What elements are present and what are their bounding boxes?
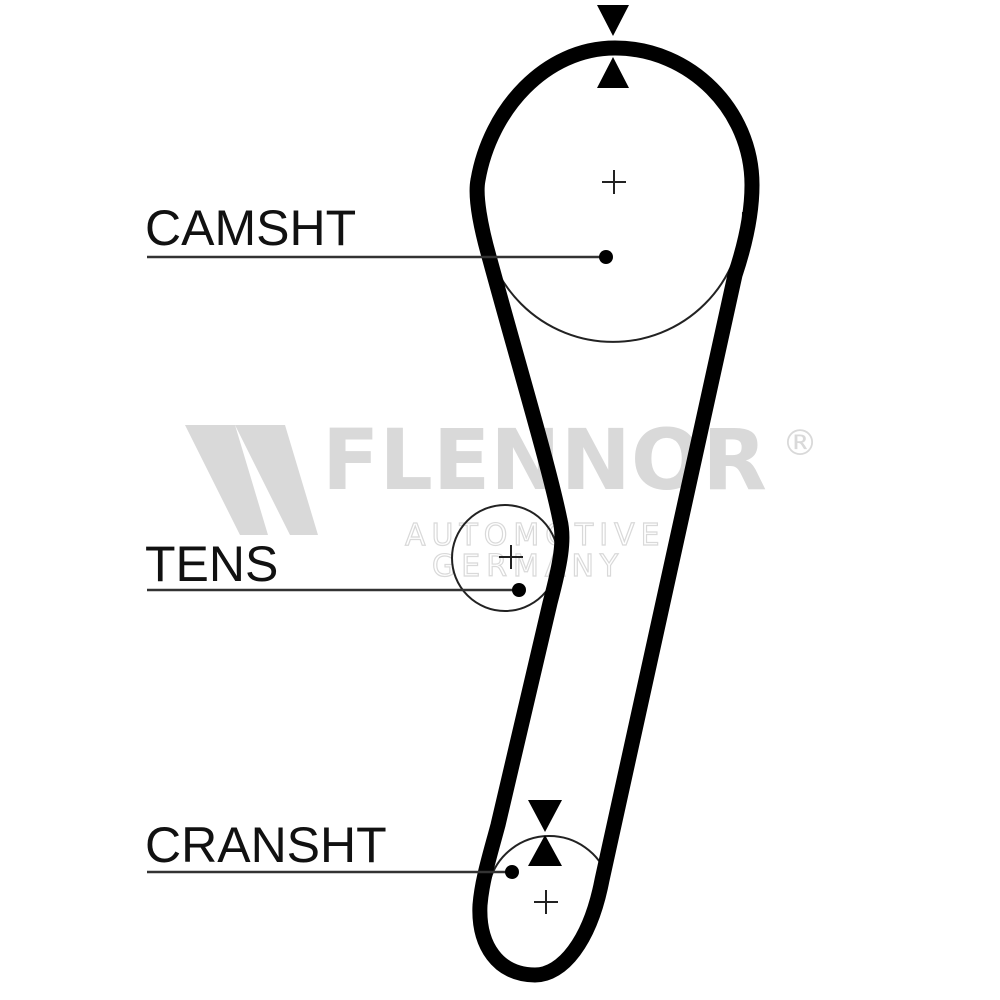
crankshaft-point bbox=[505, 865, 519, 879]
watermark-line2: GERMANY bbox=[432, 549, 624, 584]
crankshaft-label: CRANSHT bbox=[145, 817, 387, 873]
camshaft-timing-mark-icon bbox=[597, 5, 629, 88]
camshaft-label: CAMSHT bbox=[145, 200, 356, 256]
watermark-logo-icon bbox=[185, 425, 318, 535]
camshaft-center-cross-icon bbox=[602, 170, 626, 194]
crankshaft-pulley-outline bbox=[489, 835, 609, 881]
camshaft-point bbox=[599, 250, 613, 264]
watermark-registered-mark: ® bbox=[782, 423, 818, 464]
tensioner-center-cross-icon bbox=[499, 545, 523, 569]
tensioner-label: TENS bbox=[145, 536, 278, 592]
crankshaft-center-cross-icon bbox=[534, 890, 558, 914]
watermark: FLENNOR ® AUTOMOTIVE GERMANY bbox=[185, 411, 818, 585]
camshaft-pulley-outline bbox=[482, 211, 744, 343]
watermark-line1: AUTOMOTIVE bbox=[405, 518, 666, 553]
tensioner-point bbox=[512, 583, 526, 597]
timing-belt bbox=[469, 40, 760, 983]
crankshaft-timing-mark-icon bbox=[528, 800, 562, 866]
